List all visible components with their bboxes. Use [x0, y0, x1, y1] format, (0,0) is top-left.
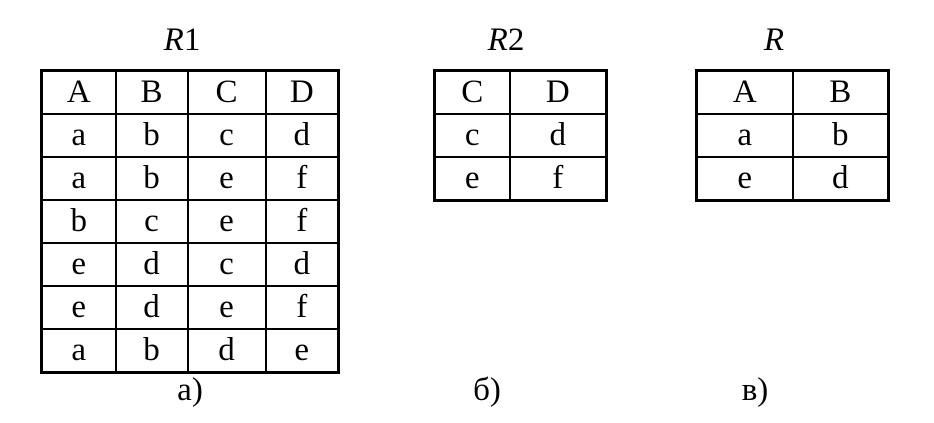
table-row: e f [433, 156, 608, 202]
data-cell: d [264, 113, 340, 158]
data-cell: d [264, 242, 340, 287]
data-cell: c [114, 199, 189, 244]
column-header-cell: A [695, 69, 794, 115]
data-cell: c [433, 113, 511, 158]
table-row: e d [695, 156, 890, 202]
table-row: a b d e [40, 328, 340, 374]
data-cell: a [40, 113, 117, 158]
data-cell: d [791, 156, 890, 202]
data-cell: e [695, 156, 794, 202]
data-cell: f [508, 156, 608, 202]
data-cell: e [186, 199, 267, 244]
table-row: e d c d [40, 242, 340, 287]
data-cell: d [114, 285, 189, 330]
table-row: e d e f [40, 285, 340, 330]
title-relation-symbol: R [487, 22, 508, 58]
data-cell: f [264, 199, 340, 244]
title-relation-symbol: R [163, 22, 184, 58]
column-header-cell: B [791, 69, 890, 115]
table-header-row: C D [433, 69, 608, 115]
data-cell: e [186, 156, 267, 201]
data-cell: e [186, 285, 267, 330]
title-relation-symbol: R [763, 22, 785, 58]
data-cell: e [40, 242, 117, 287]
table-row: a b e f [40, 156, 340, 201]
data-cell: b [114, 156, 189, 201]
data-cell: e [40, 285, 117, 330]
data-cell: b [114, 113, 189, 158]
column-header-cell: D [264, 69, 340, 115]
data-cell: d [186, 328, 267, 374]
data-cell: b [791, 113, 890, 158]
title-relation-index: 1 [183, 22, 201, 58]
table-header-row: A B C D [40, 69, 340, 115]
table-row: a b [695, 113, 890, 158]
data-cell: d [508, 113, 608, 158]
table-title-r2: R2 [488, 24, 525, 57]
column-header-cell: D [508, 69, 608, 115]
data-cell: a [40, 156, 117, 201]
data-cell: f [264, 156, 340, 201]
table-row: c d [433, 113, 608, 158]
data-cell: e [264, 328, 340, 374]
caption-a: а) [177, 372, 203, 408]
column-header-cell: A [40, 69, 117, 115]
data-cell: b [40, 199, 117, 244]
relation-table-r1: A B C D a b c d a b e f b c e f [40, 69, 340, 374]
table-row: a b c d [40, 113, 340, 158]
data-cell: c [186, 242, 267, 287]
table-title-r: R [764, 24, 784, 57]
data-cell: d [114, 242, 189, 287]
data-cell: a [695, 113, 794, 158]
table-header-row: A B [695, 69, 890, 115]
data-cell: e [433, 156, 511, 202]
column-header-cell: C [433, 69, 511, 115]
table-title-r1: R1 [164, 24, 201, 57]
data-cell: b [114, 328, 189, 374]
data-cell: f [264, 285, 340, 330]
caption-b: б) [473, 372, 501, 408]
table-row: b c e f [40, 199, 340, 244]
relation-table-r2: C D c d e f [433, 69, 608, 202]
title-relation-index: 2 [507, 22, 525, 58]
caption-v: в) [741, 372, 769, 408]
relation-table-r: A B a b e d [695, 69, 890, 202]
column-header-cell: C [186, 69, 267, 115]
column-header-cell: B [114, 69, 189, 115]
data-cell: a [40, 328, 117, 374]
data-cell: c [186, 113, 267, 158]
